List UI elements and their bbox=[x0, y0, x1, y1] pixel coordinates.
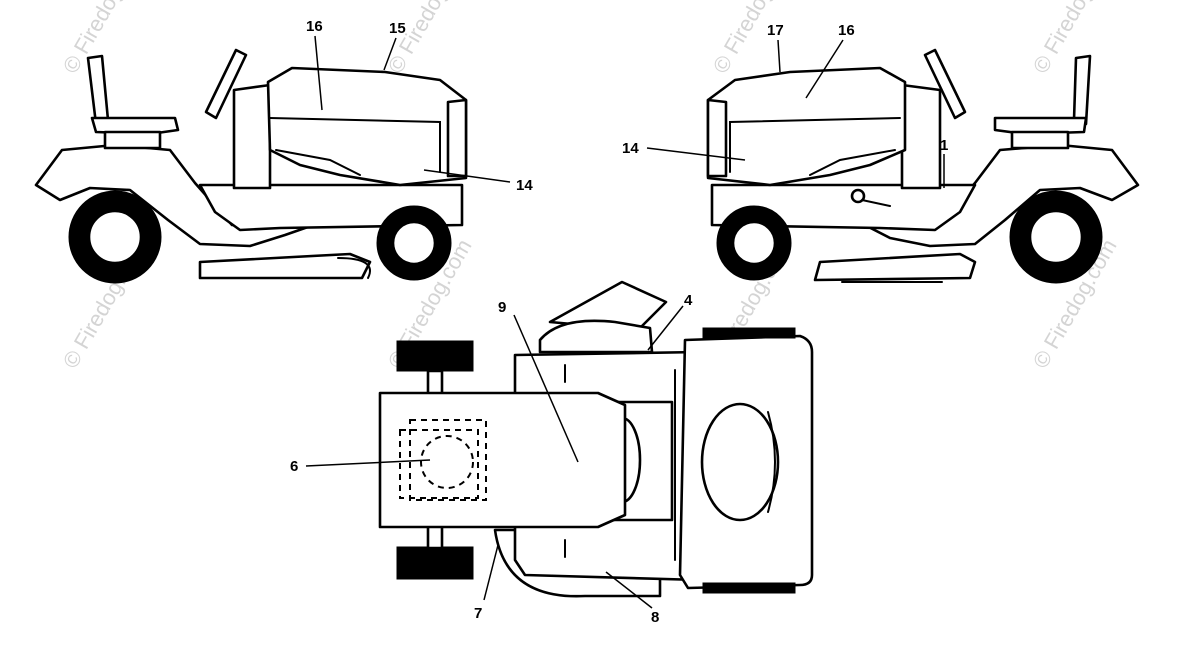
right-seat-back bbox=[1072, 54, 1092, 126]
leader-left-15 bbox=[383, 37, 397, 71]
right-seat-base bbox=[1010, 130, 1070, 150]
leader-top-4 bbox=[647, 305, 684, 351]
callout-left-14: 14 bbox=[516, 177, 533, 194]
top-seat bbox=[700, 402, 780, 522]
tractor-left-side-view: 16 15 14 bbox=[34, 18, 533, 284]
leader-right-14 bbox=[646, 147, 746, 161]
right-lever-knob bbox=[850, 188, 866, 204]
leader-right-16 bbox=[805, 39, 844, 99]
right-hood bbox=[706, 66, 907, 187]
leader-top-6 bbox=[305, 459, 431, 467]
callout-left-16: 16 bbox=[306, 18, 323, 35]
watermark-2: © Firedog.com bbox=[383, 0, 477, 78]
left-seat-base bbox=[103, 130, 162, 150]
left-deck bbox=[198, 252, 372, 280]
callout-left-15: 15 bbox=[389, 20, 406, 37]
left-chute bbox=[337, 257, 371, 279]
right-steering-wheel bbox=[923, 48, 967, 120]
callout-right-1: 1 bbox=[940, 137, 948, 154]
left-steering-wheel bbox=[204, 48, 248, 120]
callout-top-bottom-right: 8 bbox=[651, 609, 659, 626]
right-hood-line bbox=[729, 117, 901, 173]
top-hood bbox=[378, 391, 627, 529]
callout-right-16: 16 bbox=[838, 22, 855, 39]
left-rear-wheel-hub bbox=[87, 209, 143, 265]
right-lever bbox=[861, 199, 891, 207]
callout-right-14: 14 bbox=[622, 140, 639, 157]
right-hood-crease bbox=[809, 149, 896, 176]
leader-top-bottom-left bbox=[483, 544, 499, 601]
right-dash-column bbox=[900, 83, 942, 190]
top-right-rear-wheel-bottom bbox=[702, 582, 796, 594]
top-left-rear-wheel bbox=[396, 546, 474, 580]
left-hood-line bbox=[269, 117, 441, 173]
leader-left-16 bbox=[314, 35, 323, 111]
left-dash-column bbox=[232, 83, 272, 190]
top-engine-circle bbox=[420, 435, 474, 489]
left-grille bbox=[446, 98, 468, 178]
leader-top-bottom-right bbox=[605, 571, 653, 609]
callout-top-6: 6 bbox=[290, 458, 298, 475]
watermark-3: © Firedog.com bbox=[708, 0, 802, 78]
leader-left-14 bbox=[423, 169, 511, 183]
top-chute-base bbox=[538, 319, 654, 354]
leader-right-17 bbox=[777, 39, 781, 73]
callout-top-4: 4 bbox=[684, 292, 693, 309]
callout-top-9: 9 bbox=[498, 299, 506, 316]
callout-top-bottom-left: 7 bbox=[474, 605, 482, 622]
tractor-top-view: 4 9 6 7 8 bbox=[290, 280, 814, 626]
left-hood bbox=[266, 66, 468, 187]
right-front-wheel-hub bbox=[731, 220, 777, 266]
watermark-1: © Firedog.com bbox=[58, 0, 152, 78]
left-seat bbox=[90, 116, 180, 136]
left-seat-back bbox=[86, 54, 110, 126]
callout-right-17: 17 bbox=[767, 22, 784, 39]
right-deck bbox=[813, 252, 977, 282]
top-right-rear-wheel-top bbox=[702, 327, 796, 339]
tractor-right-side-view: 17 16 14 1 bbox=[622, 22, 1140, 284]
top-engine-outline-inner bbox=[409, 419, 487, 501]
leader-top-9 bbox=[513, 314, 579, 463]
top-seat-back bbox=[767, 411, 776, 513]
top-engine-outline-outer bbox=[399, 429, 479, 499]
left-hood-crease bbox=[275, 149, 361, 176]
top-left-front-wheel bbox=[396, 340, 474, 372]
right-grille bbox=[706, 98, 728, 178]
top-axle-front bbox=[426, 369, 444, 397]
right-rear-wheel-hub bbox=[1028, 209, 1084, 265]
left-front-wheel-hub bbox=[391, 220, 437, 266]
